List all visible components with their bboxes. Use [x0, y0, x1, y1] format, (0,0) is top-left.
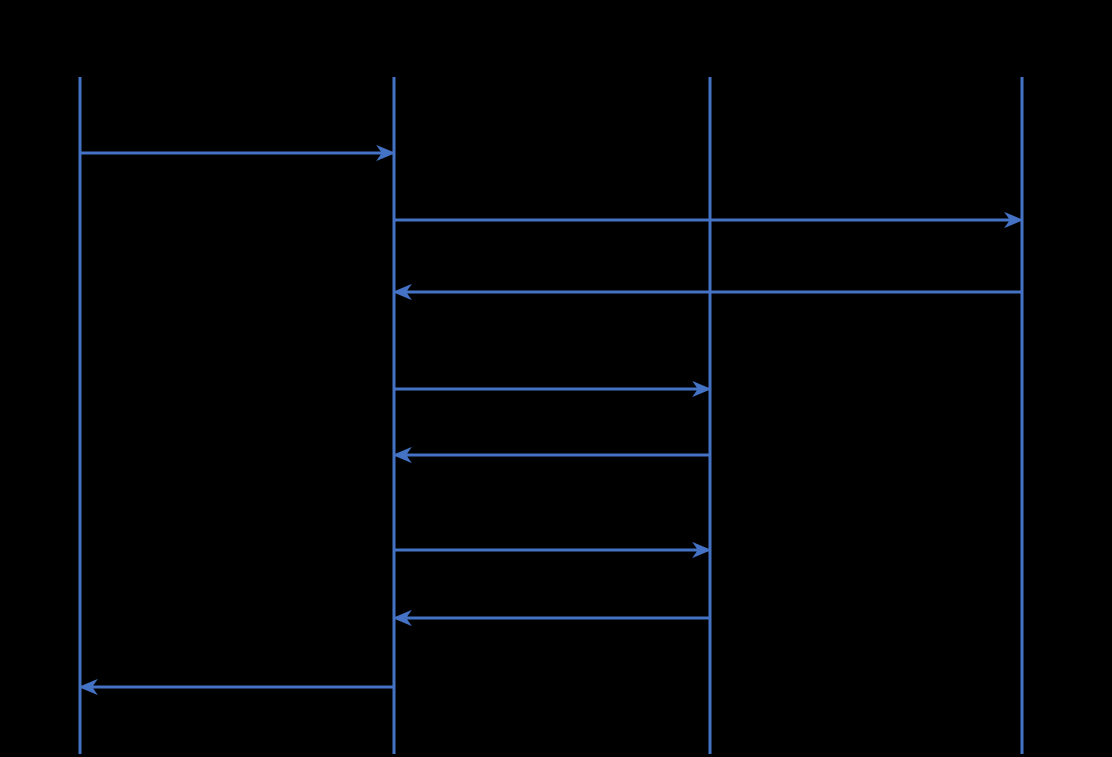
lifelines-group	[78, 77, 1024, 754]
messages-group	[78, 144, 1024, 696]
